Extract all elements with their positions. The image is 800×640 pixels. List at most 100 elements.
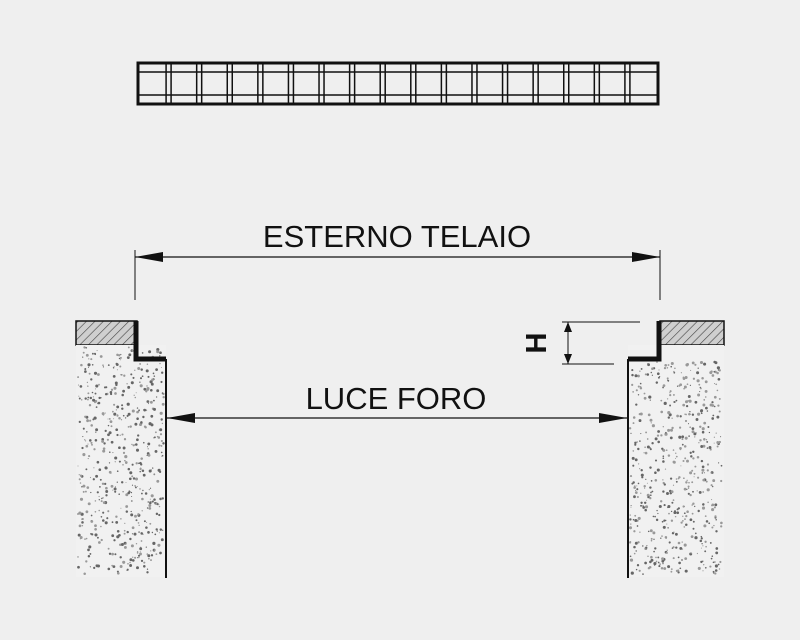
concrete-grain [131, 463, 134, 466]
concrete-grain [122, 560, 126, 564]
concrete-grain [119, 374, 122, 376]
concrete-grain [94, 392, 97, 395]
concrete-grain [689, 410, 691, 413]
concrete-grain [90, 514, 93, 517]
concrete-grain [690, 369, 692, 371]
concrete-grain [118, 354, 121, 357]
concrete-grain [634, 374, 638, 378]
concrete-grain [661, 535, 663, 537]
concrete-grain [116, 353, 119, 357]
opening-label: LUCE FORO [306, 381, 487, 416]
concrete-grain [118, 493, 120, 495]
concrete-grain [654, 547, 657, 550]
concrete-grain [700, 459, 704, 463]
concrete-grain [665, 537, 667, 539]
concrete-grain [667, 565, 671, 569]
concrete-grain [147, 453, 151, 457]
concrete-grain [637, 541, 640, 544]
concrete-grain [639, 387, 643, 390]
concrete-grain [700, 412, 703, 415]
concrete-grain [156, 530, 158, 532]
concrete-grain [629, 541, 632, 544]
concrete-grain [690, 552, 692, 554]
concrete-grain [88, 372, 91, 375]
concrete-grain [153, 375, 156, 377]
concrete-grain [134, 396, 137, 399]
concrete-grain [120, 543, 124, 546]
concrete-grain [671, 426, 674, 430]
concrete-grain [81, 518, 83, 520]
concrete-grain [663, 504, 666, 507]
concrete-grain [102, 501, 106, 504]
concrete-grain [666, 367, 669, 369]
concrete-grain [141, 352, 144, 354]
concrete-grain [97, 402, 100, 405]
concrete-grain [104, 393, 108, 396]
concrete-grain [144, 492, 148, 495]
concrete-grain [124, 522, 126, 525]
concrete-grain [704, 389, 708, 393]
concrete-grain [685, 413, 687, 416]
concrete-grain [655, 560, 658, 563]
concrete-grain [716, 366, 721, 370]
concrete-grain [633, 486, 637, 489]
concrete-grain [644, 505, 649, 509]
concrete-grain [161, 455, 163, 458]
concrete-grain [701, 377, 704, 380]
concrete-grain [683, 477, 685, 479]
concrete-grain [150, 550, 152, 552]
concrete-grain [716, 415, 720, 419]
concrete-grain [667, 364, 670, 366]
concrete-grain [699, 391, 701, 393]
concrete-grain [93, 566, 96, 570]
concrete-grain [79, 385, 83, 388]
concrete-grain [120, 507, 122, 509]
concrete-grain [135, 519, 138, 522]
concrete-grain [691, 361, 695, 365]
concrete-grain [649, 560, 652, 564]
concrete-grain [79, 497, 84, 501]
concrete-grain [694, 536, 698, 540]
concrete-grain [703, 524, 707, 528]
concrete-grain [123, 374, 126, 377]
concrete-grain [664, 363, 668, 367]
concrete-grain [644, 508, 647, 512]
concrete-grain [109, 451, 111, 453]
concrete-grain [124, 417, 127, 419]
concrete-grain [107, 567, 111, 571]
concrete-grain [675, 455, 678, 458]
concrete-grain [678, 384, 681, 387]
concrete-grain [131, 443, 133, 446]
concrete-grain [632, 450, 635, 452]
concrete-grain [684, 436, 688, 440]
concrete-grain [669, 404, 672, 407]
concrete-grain [660, 434, 663, 437]
concrete-grain [145, 369, 149, 373]
concrete-grain [658, 504, 662, 509]
concrete-grain [148, 507, 152, 510]
concrete-grain [674, 457, 677, 459]
concrete-grain [682, 377, 686, 380]
left-frame-angle [133, 321, 166, 362]
concrete-grain [636, 485, 638, 487]
concrete-grain [84, 415, 87, 418]
concrete-grain [89, 396, 93, 400]
concrete-grain [672, 557, 675, 560]
concrete-grain [157, 468, 161, 472]
concrete-grain [79, 482, 82, 484]
concrete-grain [670, 361, 674, 366]
concrete-grain [77, 533, 81, 537]
concrete-grain [87, 458, 89, 460]
concrete-grain [646, 544, 648, 547]
concrete-grain [122, 463, 124, 466]
concrete-grain [664, 535, 668, 539]
concrete-grain [633, 495, 636, 499]
concrete-grain [711, 499, 713, 501]
concrete-grain [105, 486, 108, 490]
concrete-grain [654, 459, 658, 462]
concrete-grain [129, 564, 133, 567]
concrete-grain [115, 515, 118, 518]
concrete-grain [128, 353, 132, 357]
concrete-grain [702, 491, 705, 493]
concrete-grain [700, 547, 702, 549]
